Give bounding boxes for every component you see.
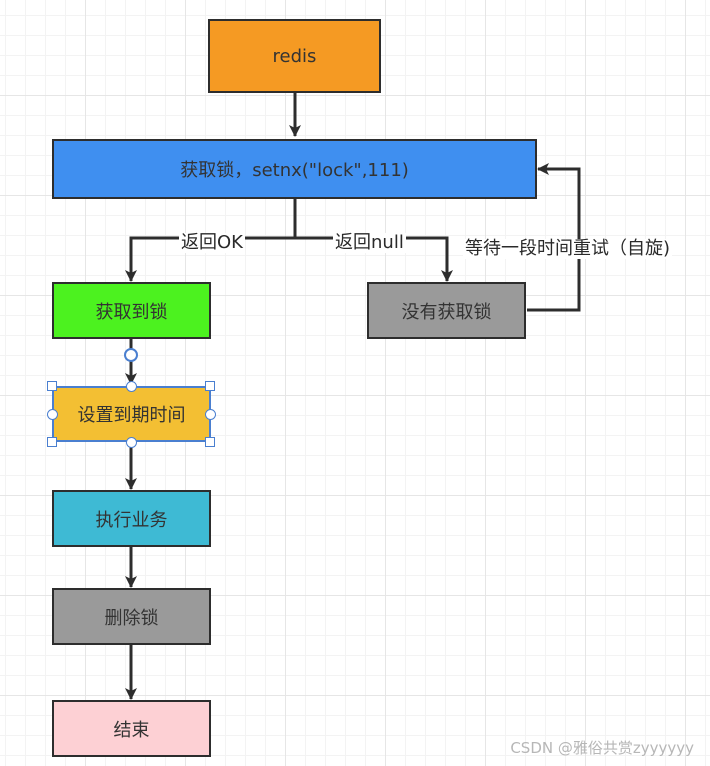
resize-handle-top[interactable] xyxy=(126,381,137,392)
node-delete-lock[interactable]: 删除锁 xyxy=(52,588,211,645)
resize-handle-bottom-left[interactable] xyxy=(47,437,57,447)
resize-handle-bottom-right[interactable] xyxy=(205,437,215,447)
watermark: CSDN @雅俗共赏zyyyyyy xyxy=(510,739,694,757)
connection-handle[interactable] xyxy=(124,348,138,362)
node-execute[interactable]: 执行业务 xyxy=(52,490,211,547)
node-no-lock[interactable]: 没有获取锁 xyxy=(367,282,526,339)
node-set-expire[interactable]: 设置到期时间 xyxy=(52,386,211,442)
resize-handle-top-right[interactable] xyxy=(205,381,215,391)
resize-handle-bottom[interactable] xyxy=(126,437,137,448)
edge-label-wait-retry: 等待一段时间重试（自旋) xyxy=(463,238,673,259)
node-redis[interactable]: redis xyxy=(208,19,381,93)
resize-handle-top-left[interactable] xyxy=(47,381,57,391)
node-acquire-lock[interactable]: 获取锁，setnx("lock",111) xyxy=(52,139,537,199)
resize-handle-right[interactable] xyxy=(205,409,216,420)
resize-handle-left[interactable] xyxy=(47,409,58,420)
edge-label-return-null: 返回null xyxy=(333,232,406,253)
edge-label-return-ok: 返回OK xyxy=(179,232,245,253)
node-got-lock[interactable]: 获取到锁 xyxy=(52,282,211,339)
node-end[interactable]: 结束 xyxy=(52,700,211,757)
